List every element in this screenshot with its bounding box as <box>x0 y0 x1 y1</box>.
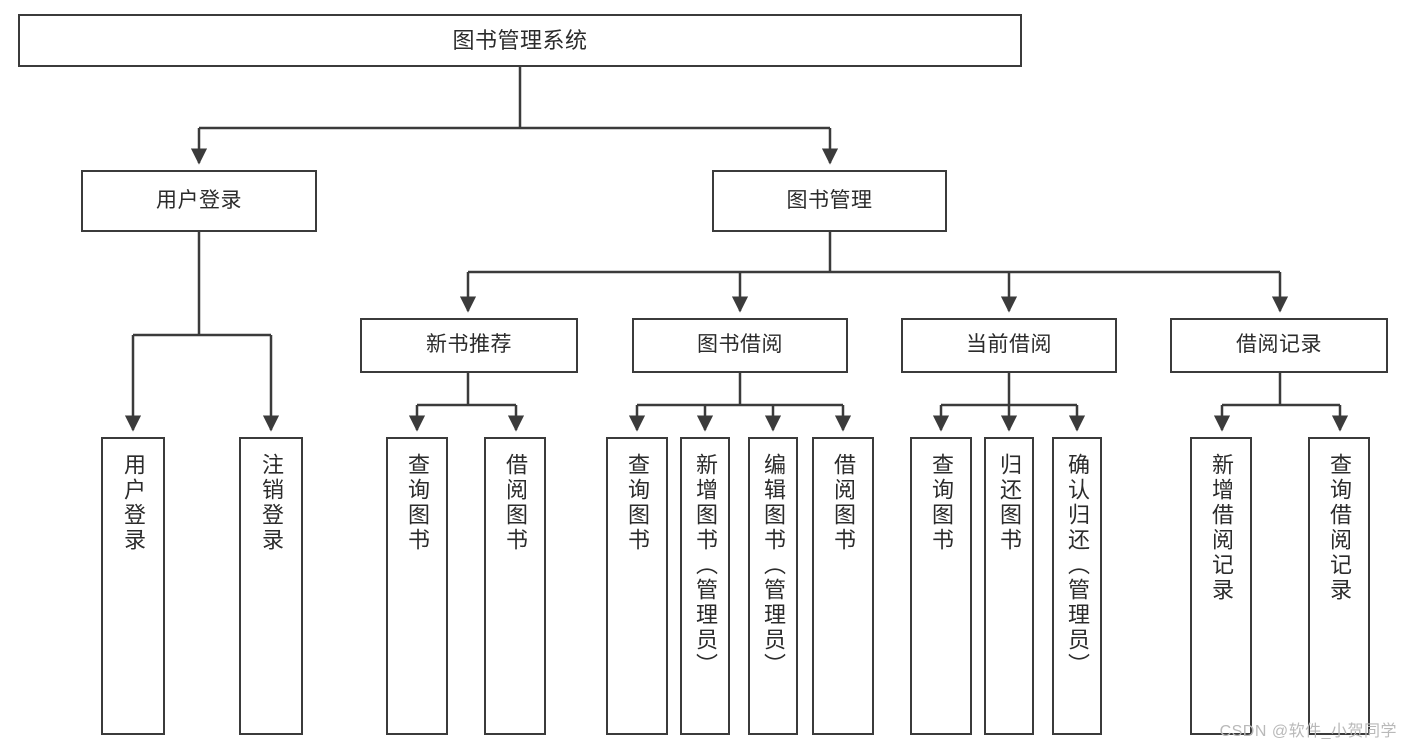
leaf-node-add-book[interactable]: 新增图书（管理员） <box>680 437 730 735</box>
node-label: 当前借阅 <box>966 333 1052 357</box>
node-label: 归还图书 <box>997 453 1022 553</box>
leaf-node-logout[interactable]: 注销登录 <box>239 437 303 735</box>
leaf-node-query-book-borrow[interactable]: 查询图书 <box>606 437 668 735</box>
node-label: 查询图书 <box>405 453 430 553</box>
leaf-node-query-book-current[interactable]: 查询图书 <box>910 437 972 735</box>
leaf-node-borrow-book[interactable]: 借阅图书 <box>812 437 874 735</box>
node-label: 新增图书（管理员） <box>693 453 718 678</box>
node-root-library-system[interactable]: 图书管理系统 <box>18 14 1022 67</box>
leaf-node-query-book-recommend[interactable]: 查询图书 <box>386 437 448 735</box>
node-label: 用户登录 <box>156 188 242 212</box>
node-label: 查询图书 <box>625 453 650 553</box>
node-label: 查询图书 <box>929 453 954 553</box>
node-current-borrow[interactable]: 当前借阅 <box>901 318 1117 373</box>
node-label: 借阅记录 <box>1236 333 1322 357</box>
leaf-node-borrow-book-recommend[interactable]: 借阅图书 <box>484 437 546 735</box>
node-label: 用户登录 <box>121 453 146 553</box>
node-label: 借阅图书 <box>831 453 856 553</box>
node-label: 图书借阅 <box>697 333 783 357</box>
leaf-node-edit-book[interactable]: 编辑图书（管理员） <box>748 437 798 735</box>
leaf-node-confirm-return[interactable]: 确认归还（管理员） <box>1052 437 1102 735</box>
leaf-node-user-login[interactable]: 用户登录 <box>101 437 165 735</box>
leaf-node-query-borrow-record[interactable]: 查询借阅记录 <box>1308 437 1370 735</box>
node-book-management[interactable]: 图书管理 <box>712 170 947 232</box>
node-label: 新书推荐 <box>426 333 512 357</box>
node-user-login[interactable]: 用户登录 <box>81 170 317 232</box>
node-label: 新增借阅记录 <box>1209 453 1234 603</box>
leaf-node-return-book[interactable]: 归还图书 <box>984 437 1034 735</box>
node-label: 查询借阅记录 <box>1327 453 1352 603</box>
node-label: 确认归还（管理员） <box>1065 453 1090 678</box>
node-book-borrow[interactable]: 图书借阅 <box>632 318 848 373</box>
node-borrow-record[interactable]: 借阅记录 <box>1170 318 1388 373</box>
node-label: 图书管理系统 <box>452 27 588 53</box>
node-label: 图书管理 <box>786 188 873 212</box>
node-label: 借阅图书 <box>503 453 528 553</box>
node-label: 注销登录 <box>259 453 284 553</box>
node-label: 编辑图书（管理员） <box>761 453 786 678</box>
leaf-node-add-borrow-record[interactable]: 新增借阅记录 <box>1190 437 1252 735</box>
node-new-book-recommend[interactable]: 新书推荐 <box>360 318 578 373</box>
